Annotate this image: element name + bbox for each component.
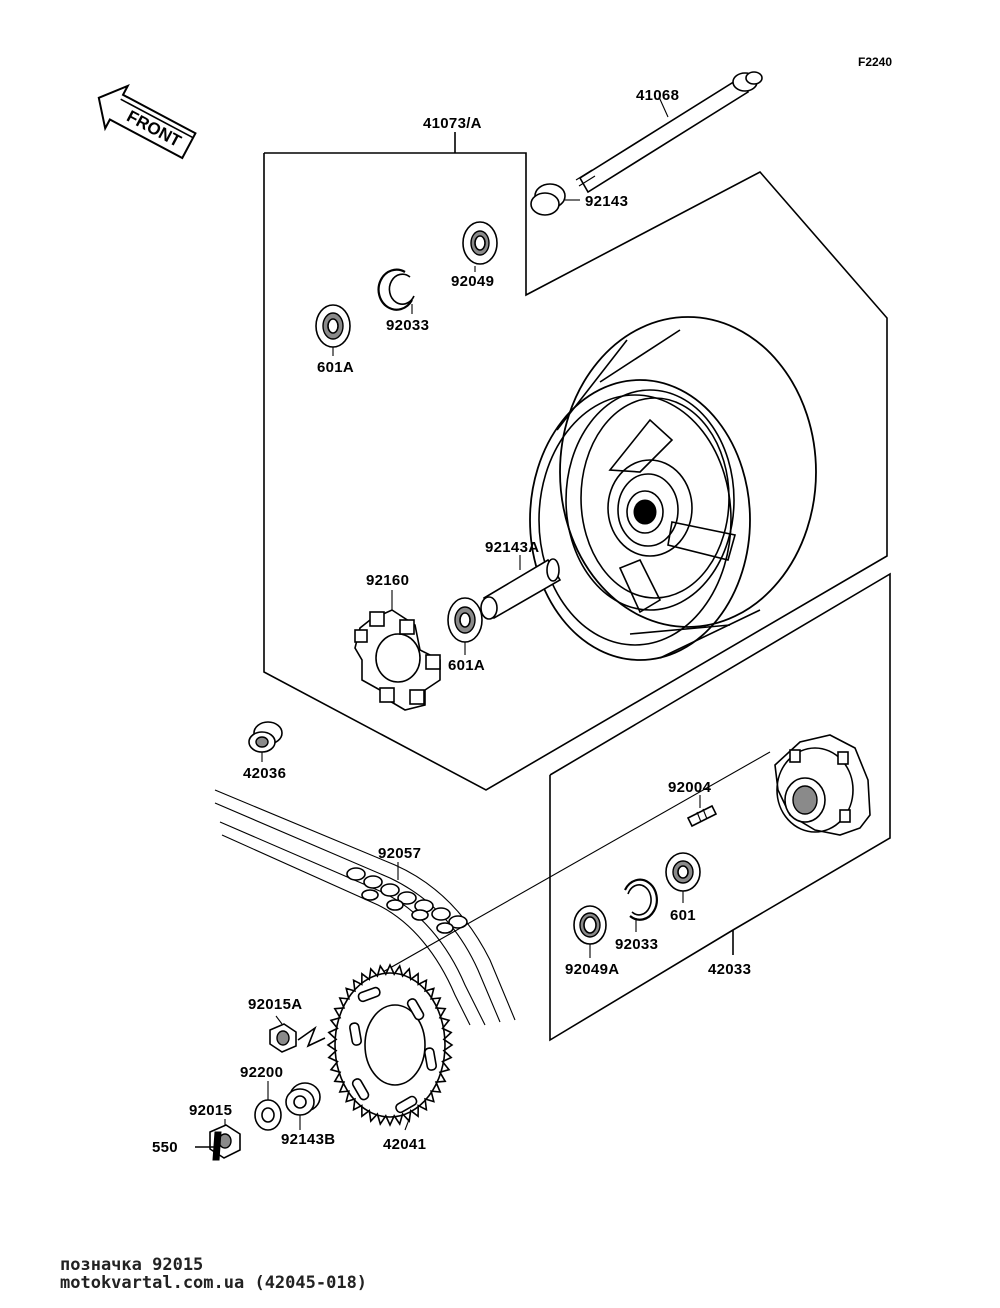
collar-92143a bbox=[480, 558, 562, 620]
axle-centre-line bbox=[359, 751, 771, 986]
chain-links bbox=[346, 867, 468, 934]
label-pin-550: 550 bbox=[152, 1139, 178, 1156]
bearing-601a-top bbox=[315, 304, 351, 348]
washer-92200 bbox=[254, 1099, 282, 1131]
part-labels: 41068 41073/A 92143 92049 92033 601A 921… bbox=[152, 87, 751, 1156]
wheel-damper bbox=[354, 609, 441, 711]
label-bearing-601: 601 bbox=[670, 907, 696, 924]
label-stud-92004: 92004 bbox=[668, 779, 712, 796]
label-nut-92015a: 92015A bbox=[248, 996, 302, 1013]
bearing-601 bbox=[665, 852, 701, 892]
bearing-92049 bbox=[462, 221, 498, 265]
front-direction-arrow: FRONT bbox=[97, 84, 197, 160]
label-collar-92143a: 92143A bbox=[485, 539, 539, 556]
footer-source: motokvartal.com.ua (42045-018) bbox=[60, 1273, 368, 1293]
drive-chain bbox=[214, 789, 516, 1026]
rear-sprocket bbox=[326, 963, 454, 1127]
footer-note: позначка 92015 bbox=[60, 1255, 204, 1275]
label-wheel: 41073/A bbox=[423, 115, 482, 132]
label-collar-axle: 92143 bbox=[585, 193, 628, 210]
circlip-top bbox=[377, 268, 415, 311]
axle bbox=[575, 71, 763, 194]
axle-collar bbox=[530, 183, 580, 216]
label-coupling: 42033 bbox=[708, 961, 751, 978]
sprocket-coupling bbox=[774, 734, 871, 836]
seal-92049a bbox=[573, 905, 607, 945]
label-circlip-bottom: 92033 bbox=[615, 936, 658, 953]
label-bearing-601a-mid: 601A bbox=[448, 657, 485, 674]
label-chain: 92057 bbox=[378, 845, 421, 862]
collar-42036 bbox=[248, 721, 283, 753]
stud-92004 bbox=[686, 795, 718, 828]
collar-92143b bbox=[285, 1082, 321, 1116]
label-collar-92143b: 92143B bbox=[281, 1131, 335, 1148]
label-damper: 92160 bbox=[366, 572, 409, 589]
label-circlip-top: 92033 bbox=[386, 317, 429, 334]
label-washer-92200: 92200 bbox=[240, 1064, 283, 1081]
wheel-assembly-bracket bbox=[263, 132, 888, 791]
label-sprocket: 42041 bbox=[383, 1136, 426, 1153]
cotter-pin-550 bbox=[195, 1131, 222, 1161]
label-axle: 41068 bbox=[636, 87, 679, 104]
wheel-rim bbox=[529, 316, 817, 661]
leader-lines bbox=[224, 266, 684, 1131]
label-seal-92049a: 92049A bbox=[565, 961, 619, 978]
bearing-601a-mid bbox=[447, 597, 483, 643]
sprocket-lightening-holes bbox=[348, 986, 438, 1114]
label-nut-92015: 92015 bbox=[189, 1102, 232, 1119]
circlip-bottom bbox=[624, 878, 658, 921]
label-bearing-92049: 92049 bbox=[451, 273, 494, 290]
nut-92015a bbox=[269, 1023, 326, 1053]
label-collar-42036: 42036 bbox=[243, 765, 286, 782]
label-bearing-601a-top: 601A bbox=[317, 359, 354, 376]
coupling-assembly-bracket bbox=[549, 572, 891, 1042]
figure-code: F2240 bbox=[858, 55, 892, 69]
